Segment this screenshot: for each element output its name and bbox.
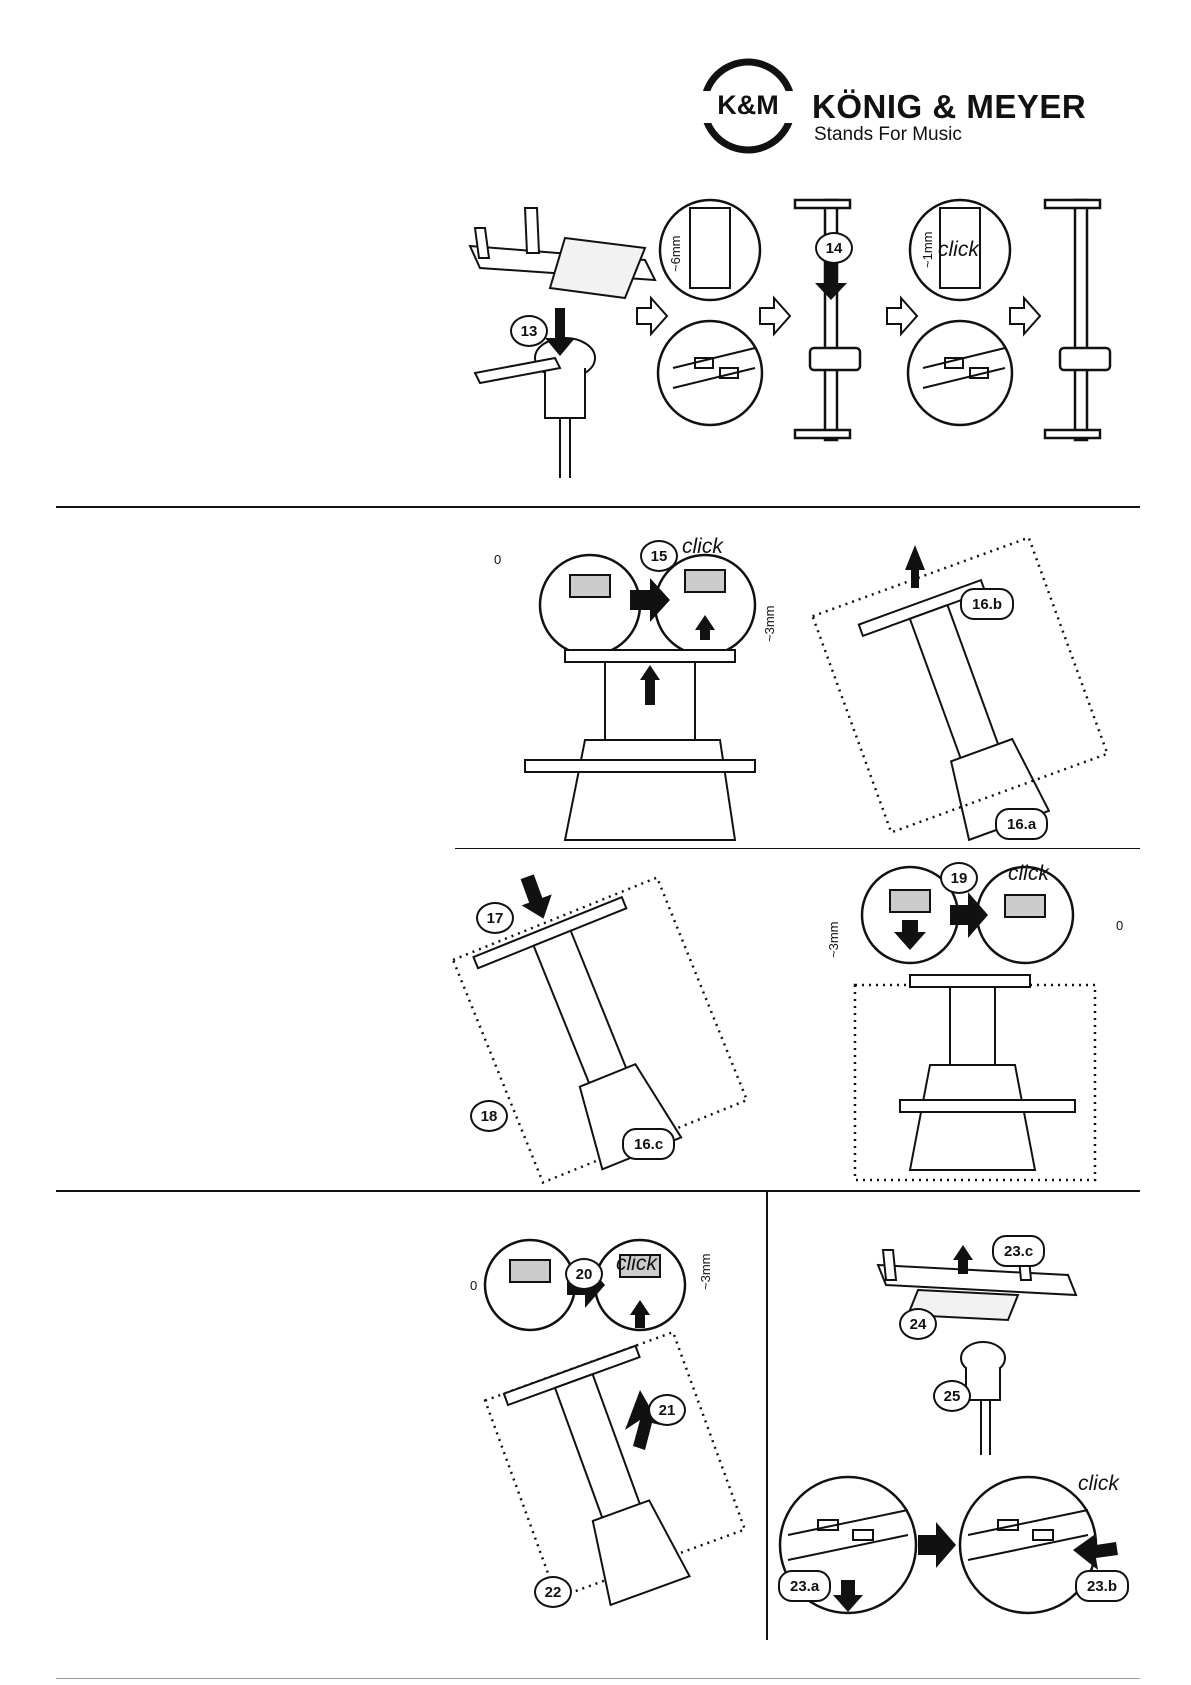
step-15-badge: 15 [640,540,678,572]
click-label: click [938,238,979,262]
section-divider [56,506,1140,508]
dim-0-label: 0 [1116,918,1123,933]
detach-illustration [778,1240,1140,1620]
click-label: click [682,535,723,559]
step-13-badge: 13 [510,315,548,347]
step-14-badge: 14 [815,232,853,264]
click-label: click [1078,1472,1119,1496]
section-divider [56,1190,1140,1192]
step-24-badge: 24 [899,1308,937,1340]
section-mounting [455,198,1145,478]
step-16c-badge: 16.c [622,1128,675,1160]
click-label: click [1008,862,1049,886]
section-divider [455,848,1140,849]
step-16b-badge: 16.b [960,588,1014,620]
remove-illustration [475,1240,725,1620]
section-remove [475,1240,725,1620]
dim-3mm-label: ~3mm [698,1254,713,1290]
click-label: click [616,1252,657,1276]
step-23a-badge: 23.a [778,1570,831,1602]
section-detach [778,1240,1140,1620]
section-adjust-top [505,530,1140,850]
step-25-badge: 25 [933,1380,971,1412]
dim-3mm-label: ~3mm [826,922,841,958]
adjust-top-illustration [505,530,1140,850]
step-20-badge: 20 [565,1258,603,1290]
dim-3mm-label: ~3mm [762,606,777,642]
section-adjust-bottom [470,870,1140,1190]
step-23c-badge: 23.c [992,1235,1045,1267]
logo-text: K&M [700,90,796,121]
step-19-badge: 19 [940,862,978,894]
step-22-badge: 22 [534,1576,572,1608]
footer-rule [56,1678,1140,1679]
step-17-badge: 17 [476,902,514,934]
dim-6mm-label: ~6mm [668,236,683,272]
brand-tagline: Stands For Music [814,124,962,146]
brand-name: KÖNIG & MEYER [812,88,1086,126]
dim-0-label: 0 [494,552,501,567]
dim-0-label: 0 [470,1278,477,1293]
column-divider [766,1190,768,1640]
step-21-badge: 21 [648,1394,686,1426]
step-23b-badge: 23.b [1075,1570,1129,1602]
dim-1mm-label: ~1mm [920,232,935,268]
step-18-badge: 18 [470,1100,508,1132]
mounting-illustration [455,198,1145,478]
adjust-bottom-illustration [470,870,1140,1190]
step-16a-badge: 16.a [995,808,1048,840]
